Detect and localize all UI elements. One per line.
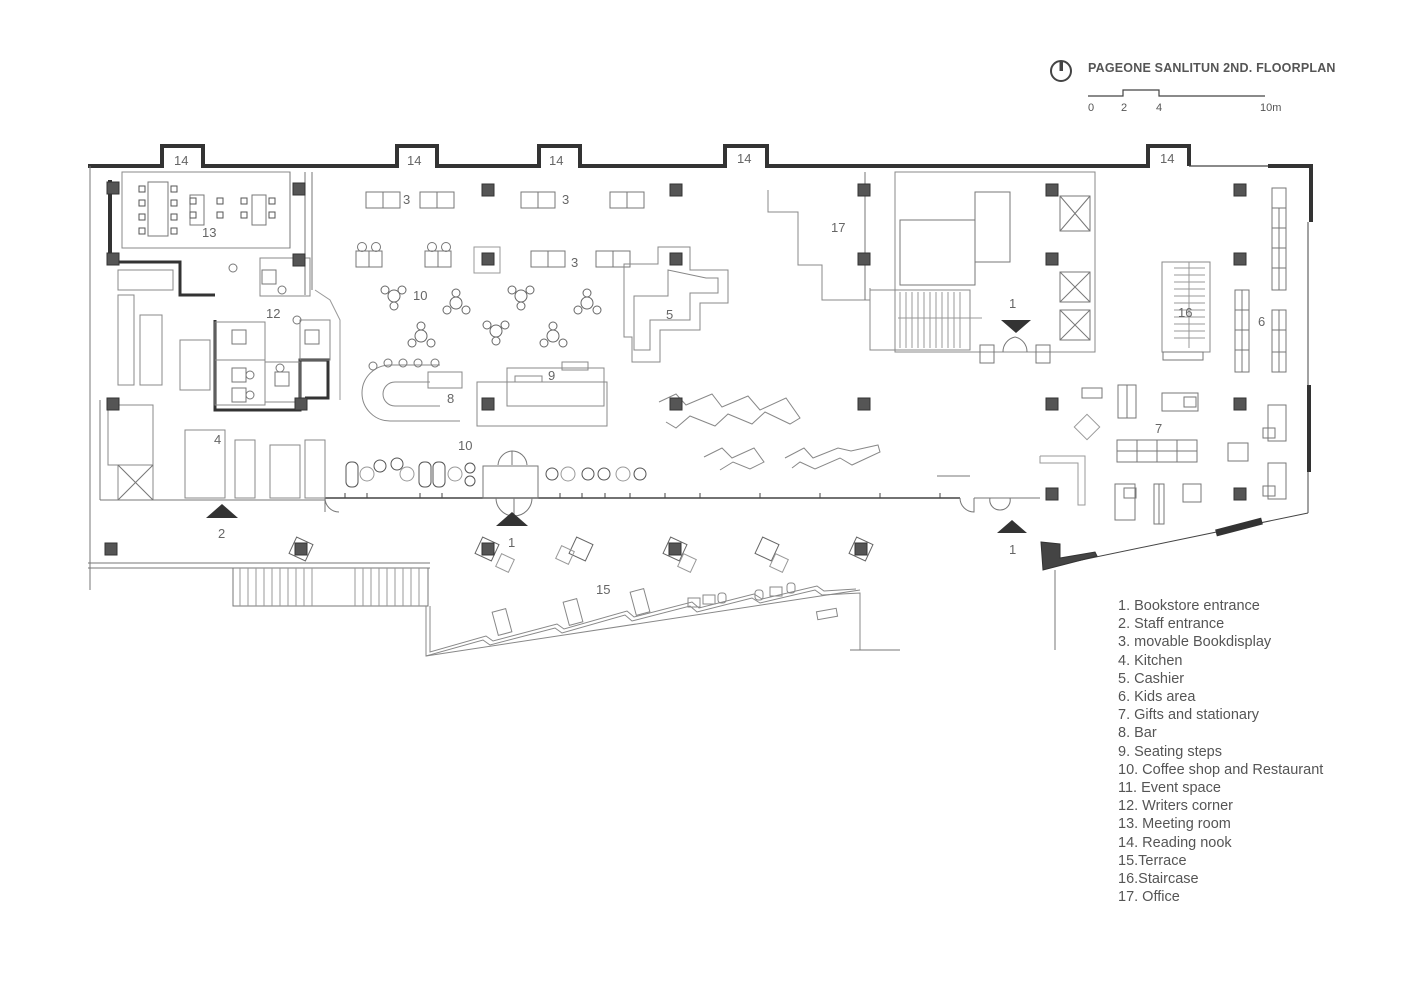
legend-item: 5. Cashier bbox=[1118, 670, 1185, 687]
scale-tick-2: 2 bbox=[1121, 102, 1128, 114]
label-gifts: 7 bbox=[1155, 421, 1162, 436]
label-cashier: 5 bbox=[666, 307, 673, 322]
label-bookdisplay-1: 3 bbox=[403, 192, 410, 207]
label-writers-corner: 12 bbox=[266, 306, 280, 321]
east-entrance-arrow-icon bbox=[997, 520, 1027, 533]
legend-item: 6. Kids area bbox=[1118, 689, 1196, 706]
label-seating-steps: 9 bbox=[548, 368, 555, 383]
label-coffee-shop-2: 10 bbox=[458, 438, 472, 453]
label-main-entrance: 1 bbox=[508, 535, 515, 550]
label-terrace: 15 bbox=[596, 582, 610, 597]
legend-item: 11. Event space bbox=[1118, 780, 1221, 797]
legend-item: 4. Kitchen bbox=[1118, 652, 1183, 669]
legend-item: 8. Bar bbox=[1118, 725, 1157, 742]
legend-item: 16.Staircase bbox=[1118, 871, 1199, 888]
label-core-entrance: 1 bbox=[1009, 296, 1016, 311]
staff-entrance-arrow-icon bbox=[206, 504, 238, 518]
north-arrow-icon bbox=[1050, 60, 1072, 82]
legend-item: 13. Meeting room bbox=[1118, 816, 1231, 833]
label-coffee-shop-1: 10 bbox=[413, 288, 427, 303]
label-bookdisplay-3: 3 bbox=[571, 255, 578, 270]
legend-item: 10. Coffee shop and Restaurant bbox=[1118, 761, 1324, 778]
scale-tick-4: 4 bbox=[1156, 102, 1163, 114]
label-kids-area: 6 bbox=[1258, 314, 1265, 329]
label-reading-nook-4: 14 bbox=[737, 151, 751, 166]
legend-item: 3. movable Bookdisplay bbox=[1118, 634, 1272, 651]
label-staff-entrance: 2 bbox=[218, 526, 225, 541]
plan-title: PAGEONE SANLITUN 2ND. FLOORPLAN bbox=[1088, 61, 1336, 75]
label-east-entrance: 1 bbox=[1009, 542, 1016, 557]
scale-tick-10m: 10m bbox=[1260, 102, 1282, 114]
entrance-arrows bbox=[206, 320, 1031, 533]
legend-item: 14. Reading nook bbox=[1118, 834, 1232, 851]
label-reading-nook-3: 14 bbox=[549, 153, 563, 168]
label-bookdisplay-2: 3 bbox=[562, 192, 569, 207]
legend-item: 12. Writers corner bbox=[1118, 798, 1233, 815]
legend-item: 1. Bookstore entrance bbox=[1118, 598, 1260, 614]
label-reading-nook-5: 14 bbox=[1160, 151, 1174, 166]
scale-tick-0: 0 bbox=[1088, 102, 1095, 114]
legend-item: 7. Gifts and stationary bbox=[1118, 707, 1260, 724]
core-entrance-arrow-icon bbox=[1001, 320, 1031, 333]
label-office: 17 bbox=[831, 220, 845, 235]
label-kitchen: 4 bbox=[214, 432, 221, 447]
scale-bar bbox=[1088, 89, 1265, 97]
label-staircase: 16 bbox=[1178, 305, 1192, 320]
main-entrance-arrow-icon bbox=[496, 512, 528, 526]
label-bar: 8 bbox=[447, 391, 454, 406]
legend: 1. Bookstore entrance 2. Staff entrance … bbox=[1118, 597, 1323, 906]
label-reading-nook-2: 14 bbox=[407, 153, 421, 168]
legend-item: 2. Staff entrance bbox=[1118, 616, 1225, 633]
title-block: PAGEONE SANLITUN 2ND. FLOORPLAN 0 2 4 10… bbox=[1048, 56, 1368, 126]
legend-item: 9. Seating steps bbox=[1118, 743, 1222, 760]
legend-item: 17. Office bbox=[1118, 889, 1180, 906]
label-reading-nook-1: 14 bbox=[174, 153, 188, 168]
legend-item: 15.Terrace bbox=[1118, 852, 1187, 869]
label-meeting-room: 13 bbox=[202, 225, 216, 240]
